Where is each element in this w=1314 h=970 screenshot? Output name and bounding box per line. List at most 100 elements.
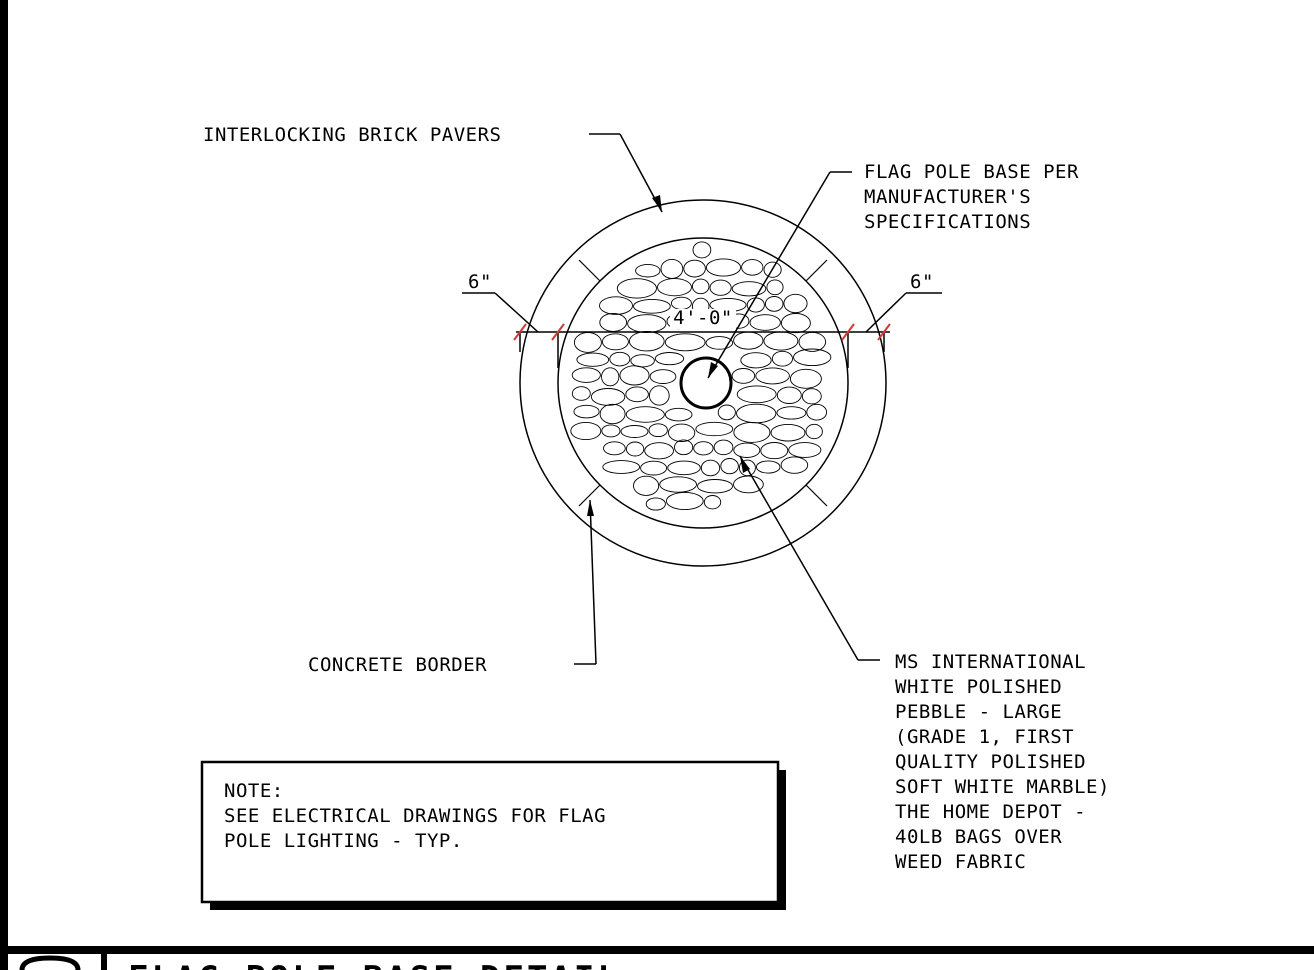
pebble: [576, 352, 610, 367]
pebble: [740, 352, 772, 369]
pebble: [731, 368, 756, 384]
pebble: [731, 281, 767, 297]
pebble: [760, 442, 789, 460]
pebble: [683, 259, 706, 278]
pebble: [674, 439, 694, 456]
pebble: [805, 423, 823, 440]
pebble: [620, 425, 649, 438]
pebble: [780, 456, 809, 474]
pebble: [599, 403, 626, 425]
paver-joint: [578, 259, 601, 282]
pebble-line: WEED FABRIC: [895, 851, 1026, 873]
pebble: [770, 423, 806, 442]
pebble: [733, 442, 761, 458]
pebble: [602, 460, 641, 474]
pebble-line: MS INTERNATIONAL: [895, 651, 1086, 673]
pebble: [664, 407, 693, 422]
concrete-border-label: CONCRETE BORDER: [308, 654, 487, 676]
pebble: [720, 458, 739, 475]
pebble: [693, 441, 714, 456]
pebble: [570, 421, 602, 441]
pebble: [789, 368, 822, 389]
note-line: POLE LIGHTING - TYP.: [224, 830, 463, 852]
pebble: [571, 367, 601, 383]
detail-number-bubble: [19, 955, 81, 970]
flag-base-line: MANUFACTURER'S: [864, 186, 1031, 208]
detail-title: FLAG POLE BASE DETAIL: [128, 959, 621, 970]
paver-joint: [805, 259, 828, 282]
note-heading: NOTE:: [224, 780, 284, 802]
pebble: [640, 460, 668, 476]
pebble: [654, 352, 685, 366]
paver-joint: [805, 484, 828, 507]
pebble: [717, 404, 736, 421]
pebble: [788, 442, 822, 458]
pebble: [705, 258, 742, 277]
pebble: [609, 351, 631, 367]
pebble-line: 40LB BAGS OVER: [895, 826, 1062, 848]
note-text: NOTE: SEE ELECTRICAL DRAWINGS FOR FLAG P…: [224, 780, 618, 852]
pebble: [691, 278, 710, 295]
pebble: [733, 475, 764, 494]
pebble: [601, 333, 629, 351]
pebble: [709, 279, 732, 296]
pebble: [648, 423, 668, 438]
pebble: [749, 314, 781, 331]
pebble: [766, 279, 784, 296]
note-box: NOTE: SEE ELECTRICAL DRAWINGS FOR FLAG P…: [200, 760, 786, 910]
dimension-ticks: [513, 323, 891, 341]
pebble: [736, 385, 777, 404]
pebble: [665, 491, 704, 511]
pebble: [705, 336, 734, 350]
pebble: [697, 479, 733, 494]
flag-pole-plan: [519, 199, 887, 567]
pebble: [801, 388, 822, 405]
pebble-label: MS INTERNATIONAL WHITE POLISHED PEBBLE -…: [895, 651, 1122, 873]
title-block: FLAG POLE BASE DETAIL: [0, 946, 1314, 970]
paver-joint: [578, 484, 601, 507]
pebble: [625, 386, 649, 403]
pebble: [776, 386, 802, 404]
pebble: [648, 385, 670, 406]
flag-base-label: FLAG POLE BASE PER MANUFACTURER'S SPECIF…: [864, 161, 1091, 233]
pebble: [633, 298, 671, 314]
pebble: [659, 476, 697, 493]
dimension-right-label: 6": [910, 271, 934, 293]
pebble: [763, 261, 782, 278]
pebble: [601, 367, 620, 387]
pebble: [599, 296, 633, 315]
pebble: [667, 460, 701, 476]
note-line: SEE ELECTRICAL DRAWINGS FOR FLAG: [224, 805, 606, 827]
pebble-line: PEBBLE - LARGE: [895, 701, 1062, 723]
pebble: [713, 439, 734, 456]
pebble: [601, 424, 621, 438]
pebble: [633, 475, 660, 496]
dimension-line: [516, 331, 890, 368]
pebble-line: SOFT WHITE MARBLE): [895, 776, 1110, 798]
pebble: [776, 406, 807, 420]
pebble: [806, 403, 828, 421]
pebble: [573, 404, 600, 419]
pebble-line: THE HOME DEPOT -: [895, 801, 1086, 823]
pebble: [755, 367, 790, 385]
flag-pole-circle: [679, 356, 733, 410]
flag-base-line: FLAG POLE BASE PER: [864, 161, 1079, 183]
pebble: [644, 442, 674, 460]
pebble: [793, 348, 832, 367]
outer-border-circle: [519, 199, 887, 567]
pebble: [645, 497, 666, 511]
pebble: [755, 460, 781, 474]
pebble: [764, 296, 784, 312]
flag-base-line: SPECIFICATIONS: [864, 211, 1031, 233]
dimension-left-label: 6": [468, 271, 492, 293]
pebble: [667, 423, 696, 442]
pebble: [664, 333, 706, 352]
pebble: [619, 365, 650, 386]
pebble: [603, 441, 626, 456]
pebble: [783, 293, 808, 314]
pebble: [630, 354, 655, 368]
dimension-center-label: 4'-0": [673, 307, 733, 329]
pebble: [649, 369, 677, 384]
pebble-line: WHITE POLISHED: [895, 676, 1062, 698]
